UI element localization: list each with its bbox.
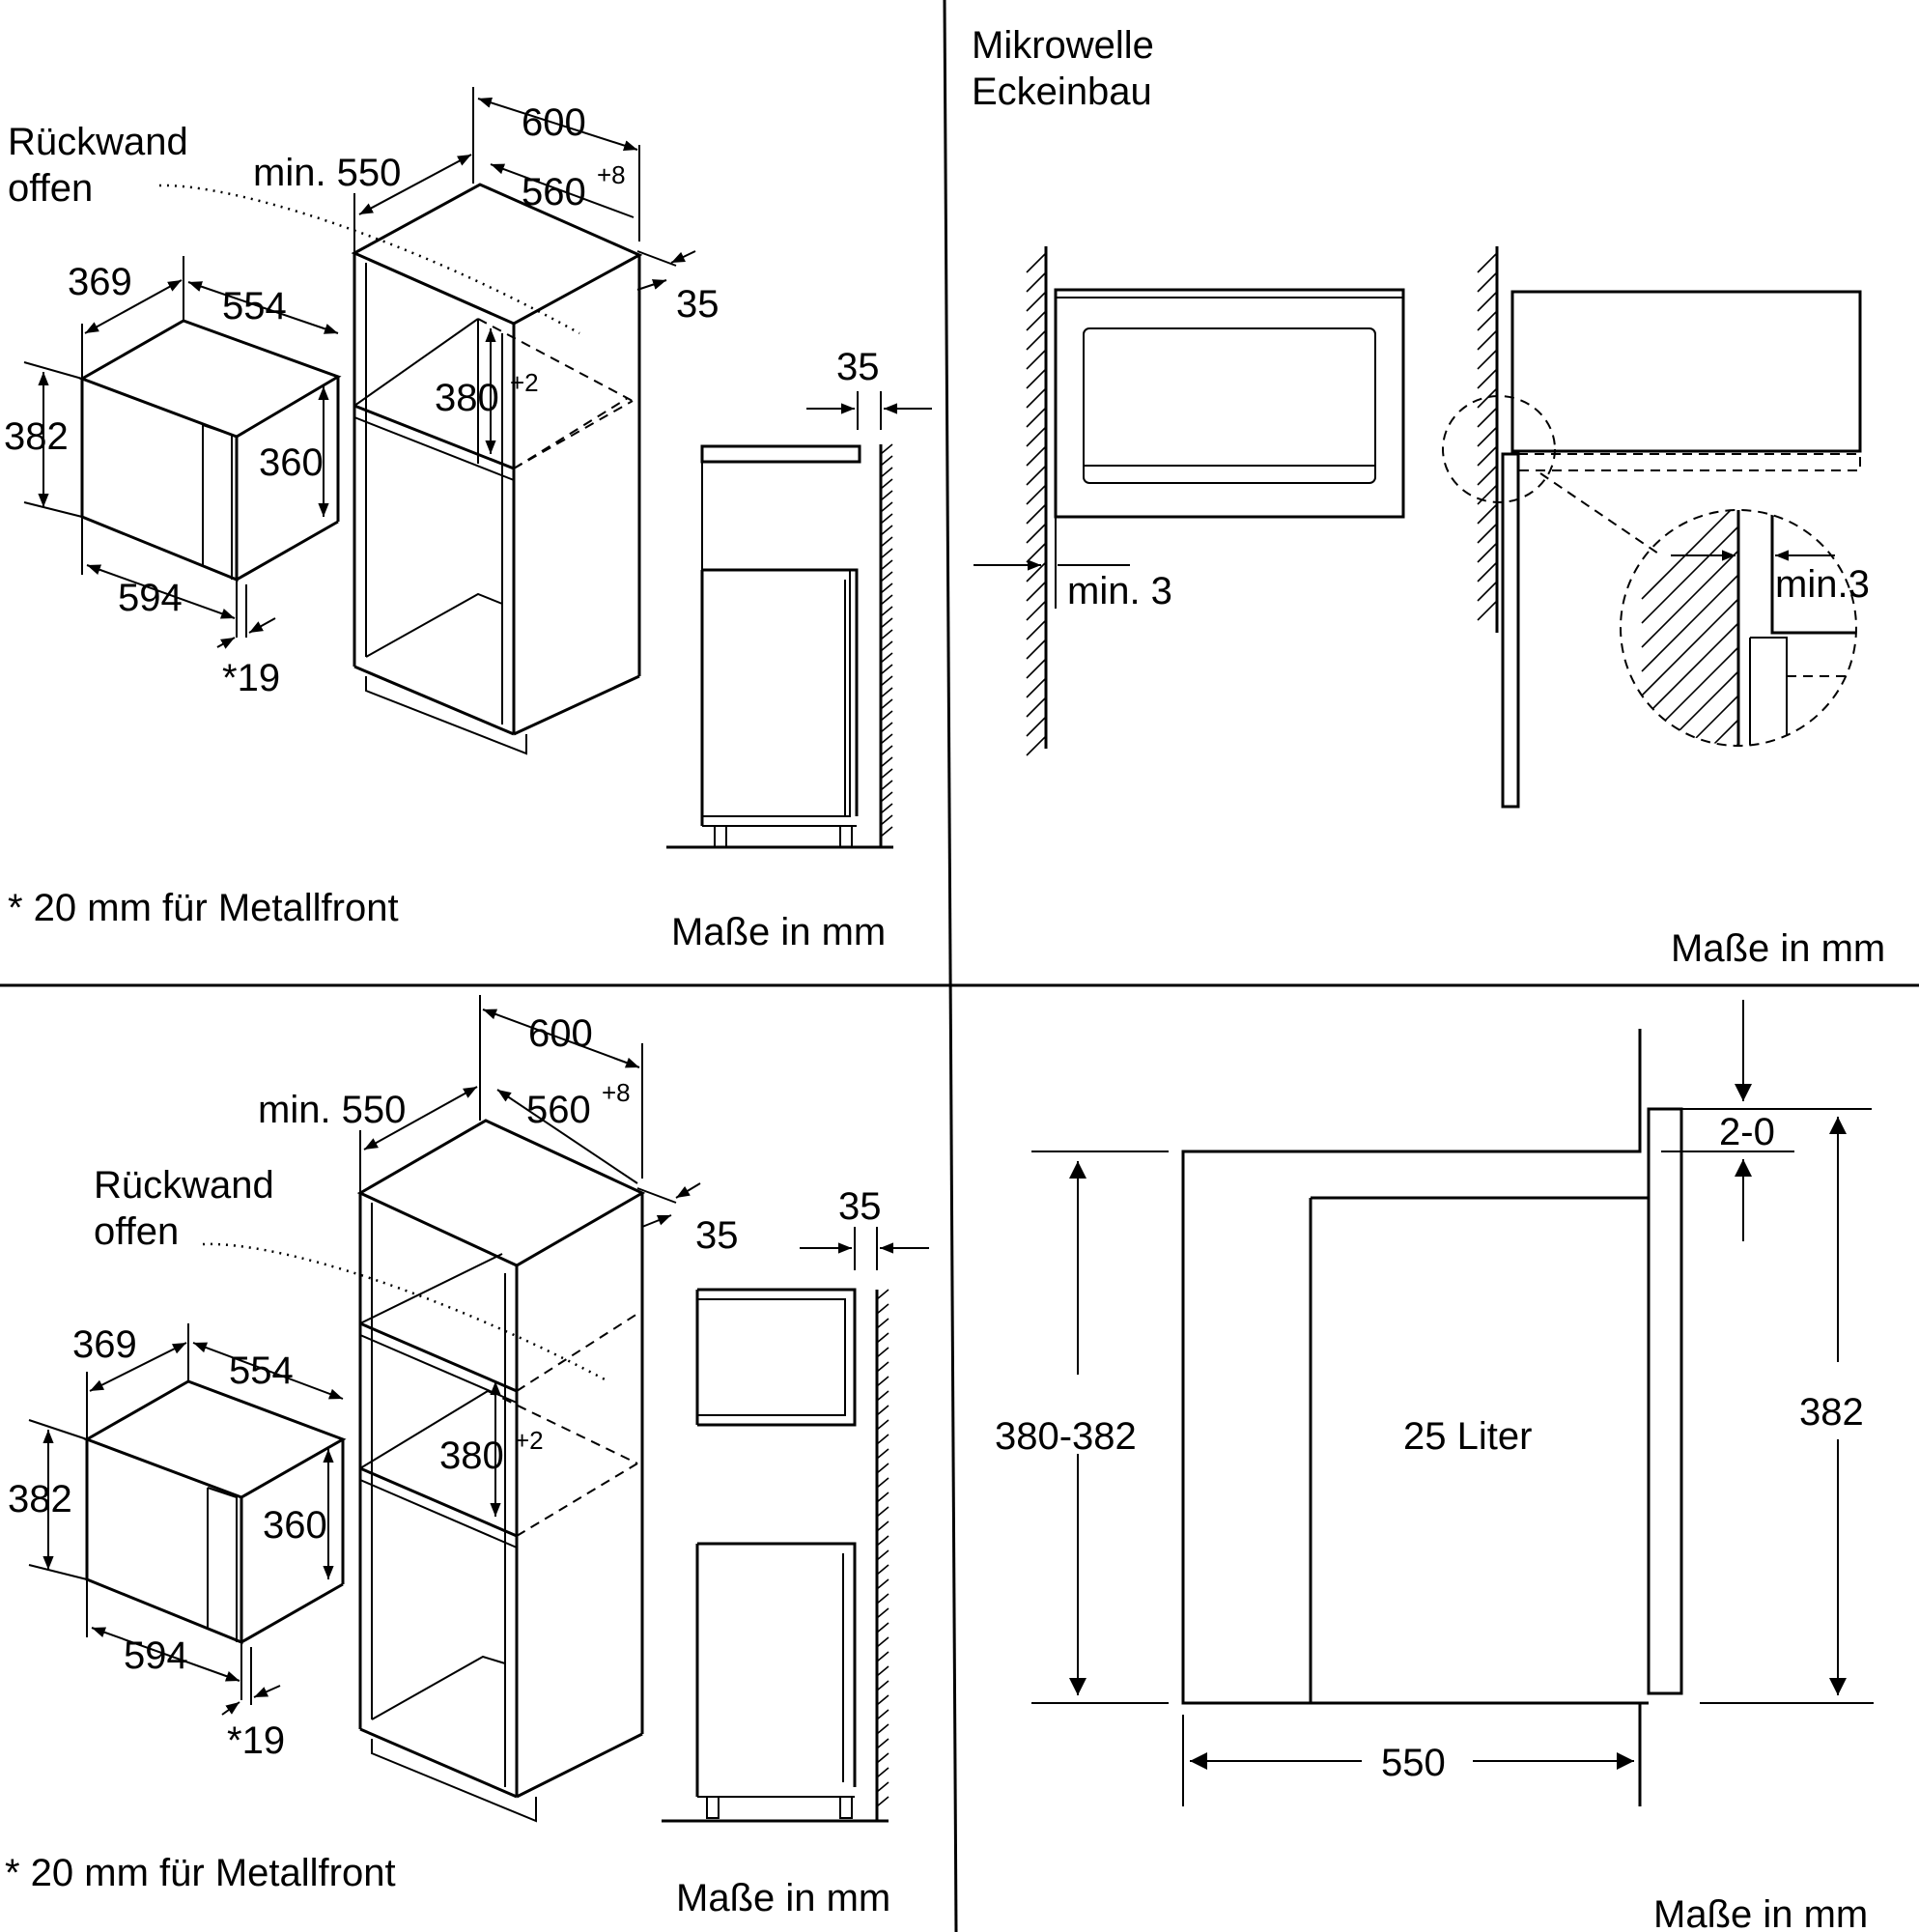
detail-magnifier	[1620, 509, 1857, 747]
dim-35-depth: 35	[676, 283, 720, 326]
rueckwand-label: Rückwand	[8, 121, 188, 163]
dim-382: 382	[4, 415, 69, 458]
units-label: Maße in mm	[1653, 1893, 1868, 1932]
dim-560: 560	[522, 171, 586, 213]
dim-382: 382	[1799, 1391, 1864, 1434]
dim-19: *19	[227, 1719, 285, 1762]
dim-369: 369	[72, 1323, 137, 1366]
top-left-quadrant: Rückwand offen	[4, 87, 932, 953]
dimension-lines	[23, 87, 696, 649]
dim-369: 369	[68, 261, 132, 303]
side-view-installation	[1442, 246, 1862, 809]
min3-detail-label: min.3	[1775, 563, 1870, 606]
offen-label: offen	[94, 1210, 179, 1253]
units-label: Maße in mm	[671, 911, 886, 953]
min3-left-label: min. 3	[1067, 570, 1172, 612]
units-label: Maße in mm	[1671, 927, 1885, 970]
rueckwand-pointer	[202, 1242, 609, 1383]
footnote-metallfront: * 20 mm für Metallfront	[8, 887, 399, 929]
title-mikrowelle: Mikrowelle	[972, 24, 1154, 67]
dim-600: 600	[522, 101, 586, 144]
dim-554: 554	[222, 285, 287, 327]
dim-min-550: min. 550	[253, 152, 401, 194]
dim-min-550: min. 550	[258, 1089, 406, 1131]
front-view-installation	[974, 246, 1405, 756]
bottom-right-quadrant: 2-0 380-382 25 Liter 382 550 Maße in mm	[995, 1000, 1874, 1932]
dim-380-tolerance: +2	[515, 1426, 544, 1455]
dim-594: 594	[118, 577, 183, 619]
dim-2-0: 2-0	[1719, 1111, 1775, 1153]
footnote-metallfront: * 20 mm für Metallfront	[5, 1852, 396, 1894]
dim-550: 550	[1381, 1742, 1446, 1784]
dim-35-side: 35	[836, 346, 880, 388]
dim-382: 382	[8, 1478, 72, 1520]
dim-360: 360	[259, 441, 324, 484]
dim-554: 554	[229, 1350, 294, 1392]
dim-380-tolerance: +2	[510, 368, 539, 397]
rueckwand-label: Rückwand	[94, 1164, 274, 1207]
dim-600: 600	[528, 1012, 593, 1055]
dim-19: *19	[222, 657, 280, 699]
dim-380: 380	[435, 377, 499, 419]
dimension-lines	[28, 995, 701, 1716]
dim-560-tolerance: +8	[602, 1078, 631, 1107]
units-label: Maße in mm	[676, 1877, 890, 1919]
bottom-left-quadrant: Rückwand offen	[5, 995, 929, 1919]
dim-35-side: 35	[838, 1185, 882, 1228]
dim-560-tolerance: +8	[597, 160, 626, 189]
title-eckeinbau: Eckeinbau	[972, 71, 1152, 113]
microwave-unit	[78, 319, 342, 582]
dim-560: 560	[526, 1089, 591, 1131]
dim-380-382: 380-382	[995, 1415, 1137, 1458]
dim-360: 360	[263, 1504, 327, 1547]
tall-cabinet	[351, 183, 643, 755]
volume-label: 25 Liter	[1403, 1415, 1532, 1458]
section-drawing	[1031, 1000, 1874, 1806]
side-view-cabinet	[666, 391, 932, 849]
microwave-unit	[83, 1379, 347, 1645]
side-view-cabinet	[662, 1227, 929, 1823]
top-right-quadrant: Mikrowelle Eckeinbau	[972, 24, 1885, 970]
vertical-divider	[943, 0, 958, 1932]
dim-380: 380	[439, 1435, 504, 1477]
dim-35-depth: 35	[695, 1214, 739, 1257]
dim-594: 594	[124, 1634, 188, 1677]
offen-label: offen	[8, 167, 93, 210]
